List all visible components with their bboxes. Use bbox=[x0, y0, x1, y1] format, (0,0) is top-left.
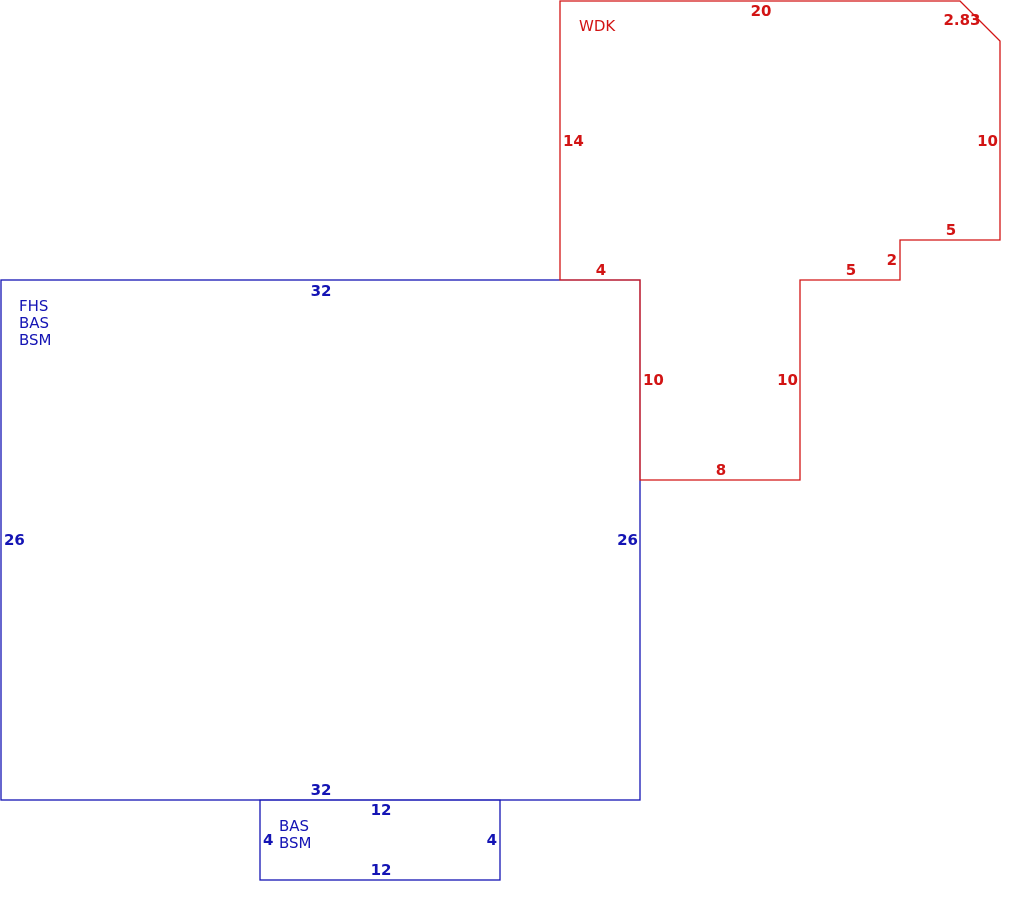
deck-step-top-dimension: 5 bbox=[946, 221, 956, 239]
bump-right-dimension: 4 bbox=[487, 831, 497, 849]
bump-area-code-1: BAS bbox=[279, 817, 309, 835]
deck-step-side-dimension: 2 bbox=[887, 251, 897, 269]
deck-area-code: WDK bbox=[579, 17, 616, 35]
deck-left-dimension: 14 bbox=[563, 132, 584, 150]
deck-step-lower-dimension: 5 bbox=[846, 261, 856, 279]
main-right-dimension: 26 bbox=[617, 531, 638, 549]
deck-inner-left-dimension: 10 bbox=[643, 371, 664, 389]
deck-right-dimension: 10 bbox=[977, 132, 998, 150]
deck-top-dimension: 20 bbox=[751, 2, 772, 20]
bump-bottom-dimension: 12 bbox=[371, 861, 392, 879]
main-area-code-1: FHS bbox=[19, 297, 48, 315]
main-bottom-dimension: 32 bbox=[311, 781, 332, 799]
deck-outline bbox=[559, 0, 1001, 481]
deck-inner-right-dimension: 10 bbox=[777, 371, 798, 389]
bump-top-dimension: 12 bbox=[371, 801, 392, 819]
bump-area-code-2: BSM bbox=[279, 834, 312, 852]
bump-left-dimension: 4 bbox=[263, 831, 273, 849]
main-top-dimension: 32 bbox=[311, 282, 332, 300]
deck-diagonal-dimension: 2.83 bbox=[943, 11, 980, 29]
deck-left-ledge-dimension: 4 bbox=[596, 261, 606, 279]
deck-bottom-dimension: 8 bbox=[716, 461, 726, 479]
main-area-outline bbox=[0, 279, 641, 801]
bump-area-outline bbox=[259, 799, 501, 881]
main-area-code-3: BSM bbox=[19, 331, 52, 349]
main-left-dimension: 26 bbox=[4, 531, 25, 549]
main-area-code-2: BAS bbox=[19, 314, 49, 332]
